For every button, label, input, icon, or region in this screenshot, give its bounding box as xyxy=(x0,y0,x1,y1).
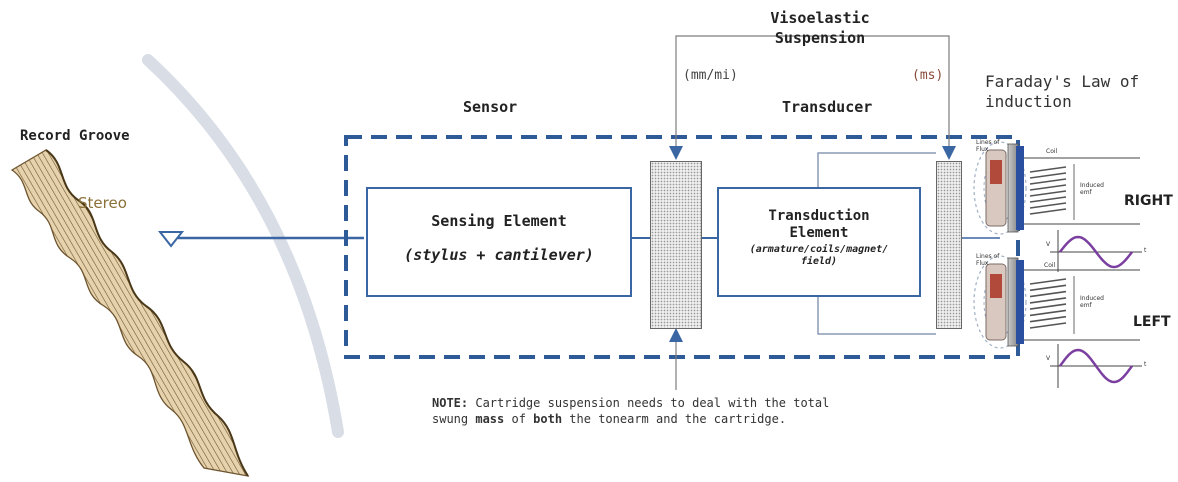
note-line2-b: of xyxy=(504,412,534,426)
left-channel-label: LEFT xyxy=(1133,314,1171,330)
induced-emf-label-bottom: Induced emf xyxy=(1080,295,1104,309)
coil-assembly-right xyxy=(973,141,1027,235)
voltage-label-top: V xyxy=(1046,241,1051,248)
note-mass: mass xyxy=(475,412,505,426)
coil-spring xyxy=(1029,278,1067,329)
record-groove-heading: Record Groove xyxy=(20,128,130,144)
coil-label-top: Coil xyxy=(1046,148,1058,155)
right-signal-sine xyxy=(1059,235,1133,269)
note-line2-c: the tonearm and the cartridge. xyxy=(562,412,787,426)
note-pointer-arrow-icon xyxy=(669,328,683,342)
lines-of-flux-label-bottom: Lines of Flux xyxy=(976,253,1000,267)
transducer-bracket-bottom xyxy=(817,293,936,335)
suspension-unit-ms: (ms) xyxy=(912,68,944,83)
record-groove-strip xyxy=(10,149,250,477)
cartridge-boundary xyxy=(344,135,1020,359)
transduction-element-box xyxy=(717,187,921,297)
transducer-bracket-top xyxy=(817,152,936,187)
faraday-law-label: Faraday's Law of induction xyxy=(985,72,1140,111)
note-text: NOTE: Cartridge suspension needs to deal… xyxy=(432,395,829,427)
record-groove-edge xyxy=(45,149,249,477)
right-channel-label: RIGHT xyxy=(1124,193,1173,209)
suspension-title: Visoelastic Suspension xyxy=(770,9,870,47)
sensor-heading: Sensor xyxy=(463,98,518,116)
suspension-unit-mm-mi: (mm/mi) xyxy=(683,68,738,83)
note-line2-a: swung xyxy=(432,412,476,426)
coil-springs xyxy=(1029,166,1067,329)
stylus-tip-icon xyxy=(157,231,185,248)
suspension2-arrow-icon xyxy=(942,146,956,160)
time-label-bottom: t xyxy=(1144,361,1147,368)
suspension1-arrow-icon xyxy=(669,146,683,160)
voltage-label-bottom: V xyxy=(1046,355,1051,362)
time-label-top: t xyxy=(1144,247,1147,254)
sensing-element-box xyxy=(366,187,632,297)
left-signal-sine xyxy=(1058,348,1134,384)
record-arc xyxy=(142,54,344,438)
transduction-element-subtitle: (armature/coils/magnet/ field) xyxy=(749,244,889,267)
suspension-block-1 xyxy=(650,161,702,329)
sensing-element-title: Sensing Element xyxy=(431,212,567,230)
suspension-bracket-line xyxy=(675,35,950,158)
transduction-element-title: Transduction Element xyxy=(768,208,870,241)
coil-assembly-left xyxy=(973,255,1027,349)
coil-label-bottom: Coil xyxy=(1044,262,1056,269)
induced-emf-label-top: Induced emf xyxy=(1080,182,1104,196)
stereo-label: Stereo xyxy=(78,194,127,212)
sensing-element-subtitle: (stylus + cantilever) xyxy=(404,246,594,264)
note-line1: Cartridge suspension needs to deal with … xyxy=(468,396,830,410)
lines-of-flux-label-top: Lines of Flux xyxy=(976,139,1000,153)
coil-spring xyxy=(1029,166,1067,215)
transducer-heading: Transducer xyxy=(782,98,873,116)
note-prefix: NOTE: xyxy=(432,396,469,410)
note-both: both xyxy=(533,412,563,426)
suspension-block-2 xyxy=(936,161,962,329)
